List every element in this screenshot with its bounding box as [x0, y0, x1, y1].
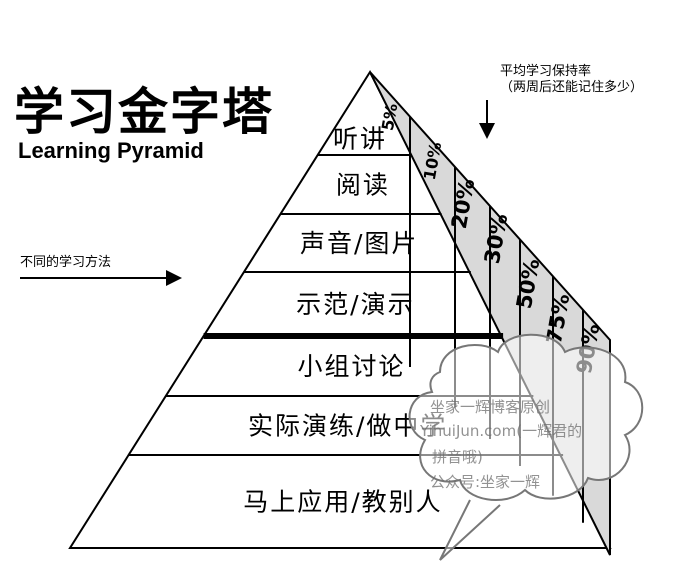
retention-note: 平均学习保持率 （两周后还能记住多少）	[500, 64, 643, 96]
layer-label: 声音/图片	[300, 229, 418, 258]
retention-rate: 5%	[378, 102, 401, 132]
layer-label: 听讲	[333, 125, 387, 154]
cloud-tail	[439, 499, 501, 561]
watermark-text: 拼音哦)	[432, 448, 483, 466]
methods-note: 不同的学习方法	[20, 255, 112, 270]
watermark-text: YihuiJun.com(一辉君的	[419, 422, 582, 440]
layer-label: 马上应用/教别人	[243, 488, 442, 517]
layer-label: 小组讨论	[297, 352, 405, 381]
cloud-shape	[408, 333, 644, 502]
title-chinese: 学习金字塔	[14, 83, 274, 141]
title-english: Learning Pyramid	[18, 138, 204, 163]
watermark-text: 坐家一辉博客原创	[430, 398, 550, 416]
retention-note-line1: 平均学习保持率	[500, 64, 592, 79]
layer-label: 阅读	[336, 171, 390, 200]
watermark-text: 公众号:坐家一辉	[430, 473, 540, 491]
retention-note-line2: （两周后还能记住多少）	[500, 80, 644, 95]
layer-label: 示范/演示	[296, 290, 414, 319]
